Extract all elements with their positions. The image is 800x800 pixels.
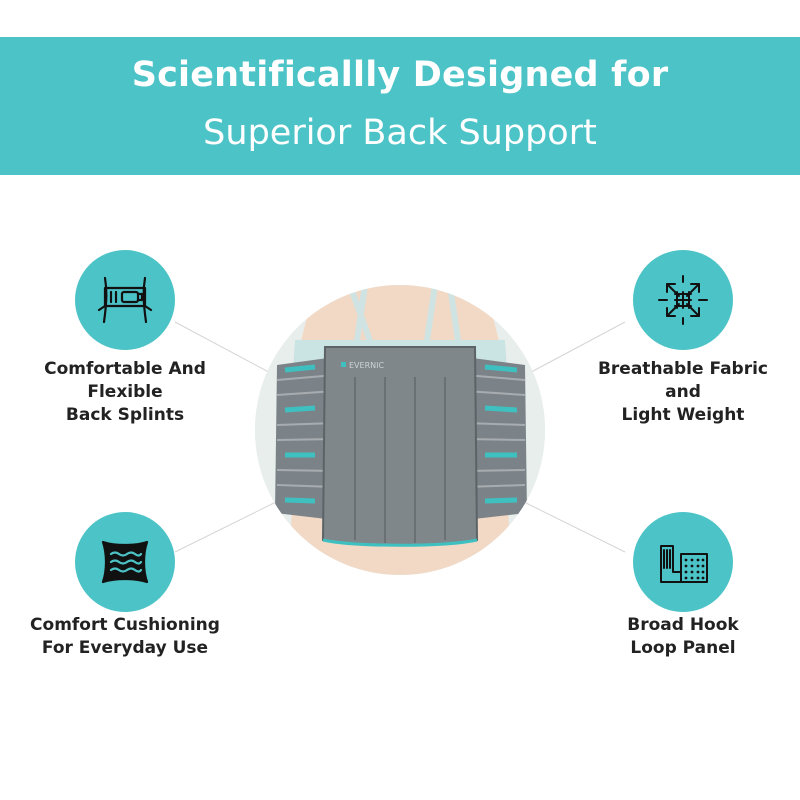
back-splints-icon — [75, 250, 175, 350]
back-brace-illustration: EVERNIC — [255, 285, 545, 575]
header-banner: Scientificallly Designed for Superior Ba… — [0, 37, 800, 175]
product-image: EVERNIC — [255, 285, 545, 575]
headline-primary: Scientificallly Designed for — [131, 55, 669, 95]
feature-label-breathable-fabric: Breathable Fabric and Light Weight — [597, 359, 769, 425]
feature-label-cushion: Comfort Cushioning For Everyday Use — [30, 615, 220, 658]
feature-label-back-splints: Comfortable And Flexible Back Splints — [44, 359, 206, 425]
feature-label-hook-loop: Broad Hook Loop Panel — [627, 615, 739, 658]
hook-loop-icon — [633, 512, 733, 612]
headline-secondary: Superior Back Support — [203, 113, 597, 153]
brand-label: EVERNIC — [349, 361, 384, 370]
cushion-icon — [75, 512, 175, 612]
breathable-fabric-icon — [633, 250, 733, 350]
